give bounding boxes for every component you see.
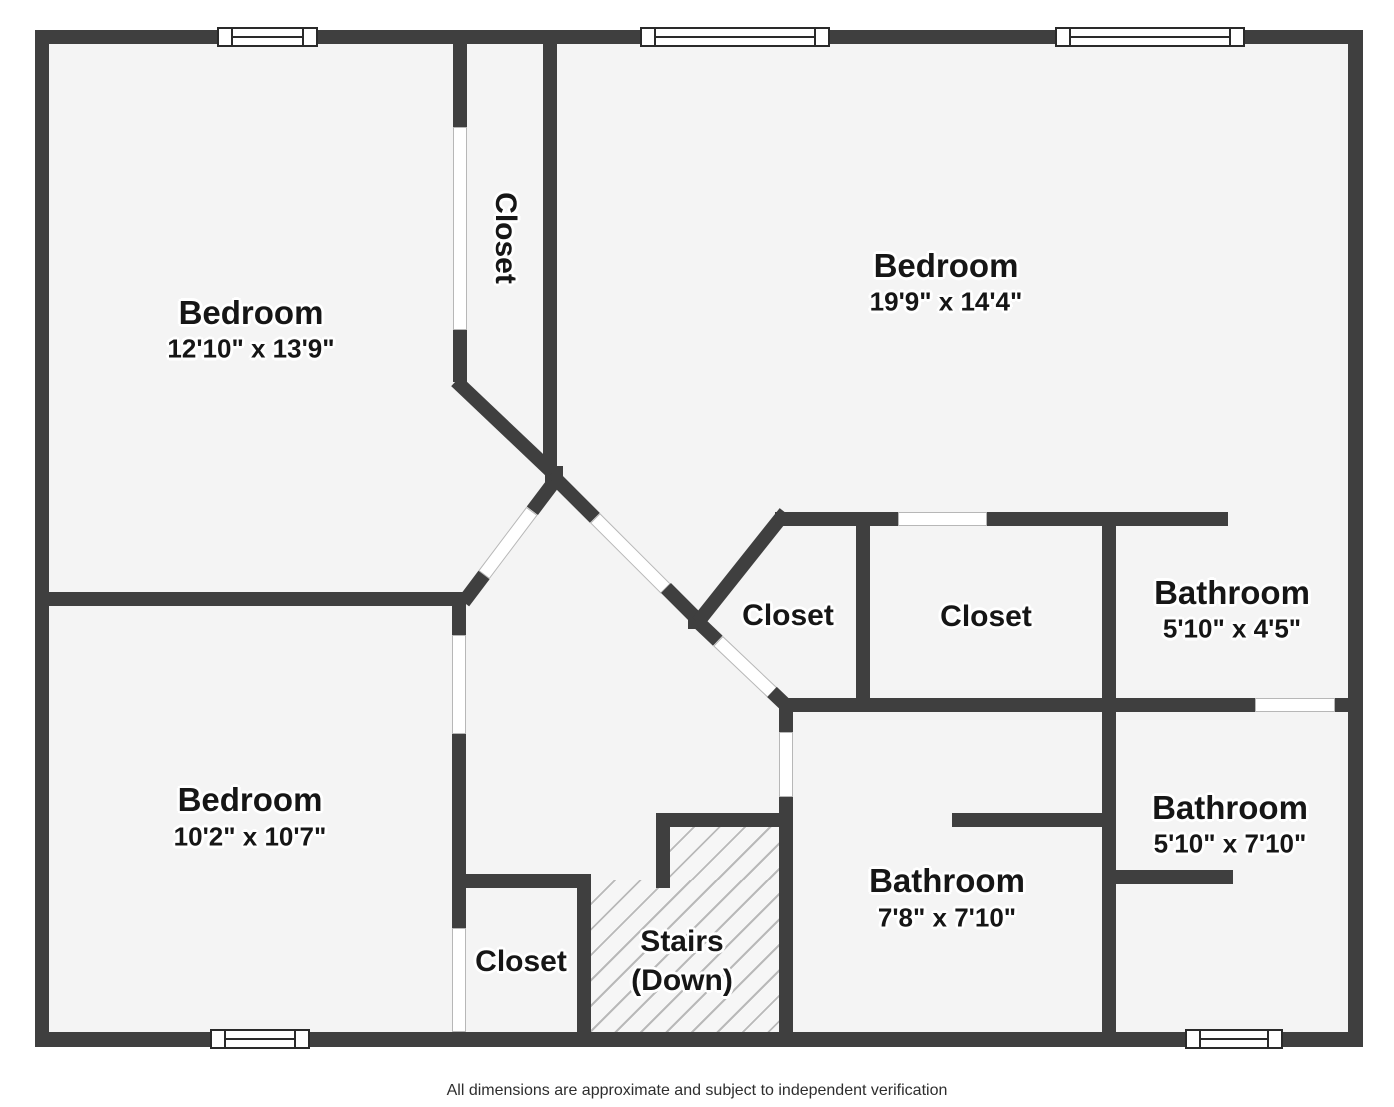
stairs-hatch-area-step — [670, 827, 779, 880]
label-bedroom-top-right: Bedroom — [873, 247, 1019, 284]
door-bathroom-center — [779, 732, 793, 797]
wall-bl-bedroom-right-2 — [452, 734, 466, 874]
wall-bl-bedroom-right-1 — [452, 598, 466, 635]
wall-mid-top-2 — [987, 512, 1228, 526]
wall-bottom-closet-top — [452, 874, 591, 888]
label-bathroom-small-dims: 5'10" x 4'5" — [1162, 613, 1302, 644]
wall-mid-top-1 — [775, 512, 898, 526]
wall-upper-closet-left-bottom — [453, 330, 467, 382]
window-glass-line — [232, 36, 303, 38]
wall-hall-right-2 — [779, 797, 793, 1032]
wall-bathroom-right-stub — [1116, 870, 1233, 884]
wall-closets-divider — [856, 526, 870, 698]
wall-bedrooms-divider — [35, 592, 466, 606]
disclaimer-text: All dimensions are approximate and subje… — [446, 1082, 948, 1099]
wall-upper-closet-right — [543, 44, 557, 468]
label-bedroom-top-left-dims: 12'10" x 13'9" — [167, 333, 335, 364]
window-glass-line — [1200, 1038, 1268, 1040]
door-bl-bedroom — [452, 635, 466, 734]
wall-outer-bottom — [35, 1032, 1363, 1047]
label-bedroom-top-right-dims: 19'9" x 14'4" — [869, 286, 1023, 317]
window-pane-line — [1229, 29, 1231, 45]
label-stairs: Stairs (Down) — [631, 922, 733, 1000]
label-bathroom-center-dims: 7'8" x 7'10" — [877, 902, 1017, 933]
wall-stairs-step-vertical — [656, 813, 670, 888]
wall-bathrooms-divider — [1102, 712, 1116, 1032]
label-bathroom-center: Bathroom — [869, 862, 1025, 899]
label-closet-hall-left: Closet — [742, 599, 834, 632]
label-closet-upper: Closet — [489, 192, 522, 284]
label-bedroom-top-left: Bedroom — [178, 294, 324, 331]
window-pane-line — [1267, 1031, 1269, 1047]
window-glass-line — [225, 1038, 295, 1040]
label-closet-bottom: Closet — [475, 945, 567, 978]
wall-mid-bottom-1 — [779, 698, 1255, 712]
window-glass-line — [655, 36, 815, 38]
wall-hall-right-1 — [779, 712, 793, 732]
wall-outer-right — [1348, 30, 1363, 1047]
label-bathroom-right-dims: 5'10" x 7'10" — [1153, 828, 1307, 859]
window-pane-line — [814, 29, 816, 45]
window-glass-line — [1070, 36, 1230, 38]
wall-mid-bottom-2 — [1335, 698, 1348, 712]
window-bottom-left-bedroom — [210, 1029, 310, 1049]
wall-stairs-left — [577, 874, 591, 1032]
label-stairs-line1: Stairs — [640, 925, 724, 958]
window-pane-line — [294, 1031, 296, 1047]
door-bottom-closet — [452, 928, 466, 1032]
window-top-right-bedroom-2 — [1055, 27, 1245, 47]
wall-stairs-step-horizontal — [656, 813, 793, 827]
label-bedroom-bottom-left: Bedroom — [177, 781, 323, 818]
door-closet-hall-right — [898, 512, 987, 526]
wall-bl-bedroom-right-3 — [452, 888, 466, 928]
label-bedroom-bottom-left-dims: 10'2" x 10'7" — [173, 821, 327, 852]
label-bathroom-right: Bathroom — [1152, 789, 1308, 826]
wall-upper-closet-left-top — [453, 44, 467, 127]
window-bottom-right-bathroom — [1185, 1029, 1283, 1049]
label-stairs-line2: (Down) — [631, 964, 733, 997]
door-bathroom-right — [1255, 698, 1335, 712]
door-upper-closet — [453, 127, 467, 330]
stairs-hatch-area — [591, 880, 779, 1032]
label-closet-hall-right: Closet — [940, 600, 1032, 633]
window-top-left-bedroom — [217, 27, 318, 47]
wall-bathroom-center-stub — [952, 813, 1102, 827]
wall-closet-bathroom-divider — [1102, 526, 1116, 698]
window-top-right-bedroom-1 — [640, 27, 830, 47]
wall-outer-left — [35, 30, 49, 1047]
label-bathroom-small: Bathroom — [1154, 574, 1310, 611]
window-pane-line — [302, 29, 304, 45]
